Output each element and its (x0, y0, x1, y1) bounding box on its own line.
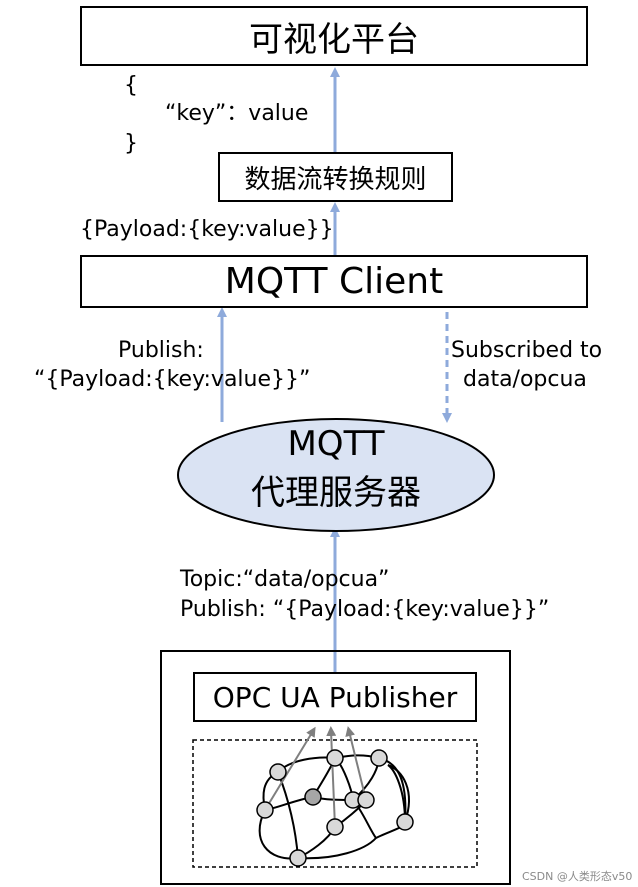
network-node (289, 849, 307, 867)
opcua-publisher-box: OPC UA Publisher (193, 672, 477, 722)
payload-label: {Payload:{key:value}} (80, 217, 334, 242)
broker-title-line2: 代理服务器 (251, 473, 421, 513)
opcua-publisher-label: OPC UA Publisher (212, 680, 458, 714)
topic-label-line2: Publish: “{Payload:{key:value}}” (180, 597, 550, 622)
topic-label-line1: Topic:“data/opcua” (180, 567, 390, 592)
rule-label: 数据流转换规则 (244, 164, 427, 195)
json-key-value: “key”：value (165, 101, 309, 126)
broker-title-line1: MQTT (287, 424, 385, 464)
node-to-publisher-arrows (264, 726, 367, 828)
subscribe-label-line2: data/opcua (463, 367, 587, 392)
publish-label-line2: “{Payload:{key:value}}” (34, 367, 311, 392)
node-network-area (192, 739, 478, 868)
network-node (326, 818, 344, 836)
network-node (357, 791, 375, 809)
subscribe-label-line1: Subscribed to (451, 338, 603, 363)
mqtt-client-label: MQTT Client (224, 261, 444, 302)
network-node-highlight (304, 788, 322, 806)
platform-title: 可视化平台 (249, 19, 419, 60)
network-nodes (256, 749, 414, 867)
json-close-brace: } (124, 131, 138, 156)
rule-box: 数据流转换规则 (218, 152, 453, 202)
json-open-brace: { (124, 73, 138, 98)
watermark: CSDN @人类形态v50 (522, 870, 633, 883)
network-node (370, 749, 388, 767)
network-node (256, 801, 274, 819)
platform-box: 可视化平台 (80, 6, 588, 66)
network-node (269, 763, 287, 781)
network-node (326, 749, 344, 767)
publisher-outer-frame (160, 650, 511, 885)
broker-ellipse (177, 418, 495, 532)
publish-label-line1: Publish: (118, 338, 204, 363)
mqtt-client-box: MQTT Client (80, 255, 588, 308)
network-node (396, 813, 414, 831)
